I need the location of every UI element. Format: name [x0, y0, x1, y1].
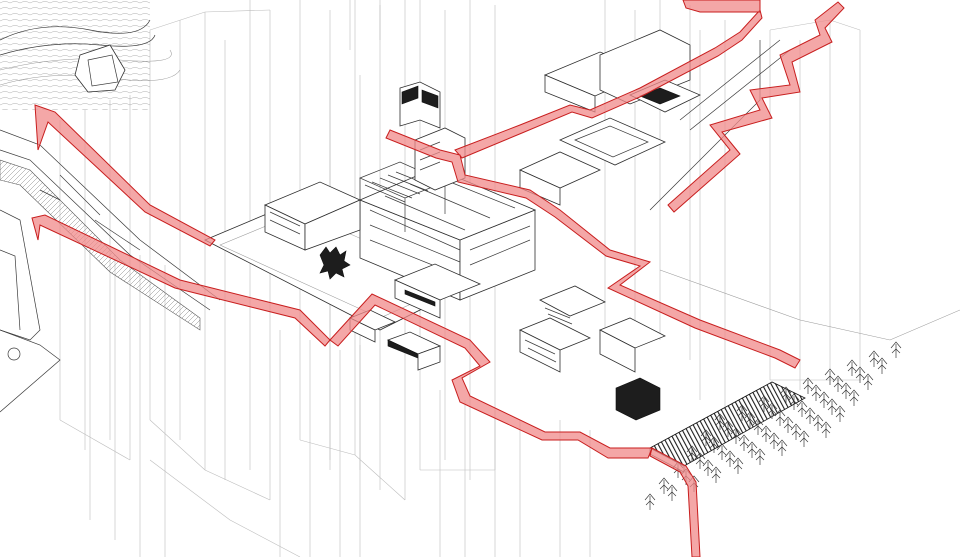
tree-icon — [702, 459, 714, 476]
tree-icon — [818, 391, 830, 408]
tower-bottom-cluster — [149, 330, 591, 557]
tree-icon — [820, 421, 832, 438]
tree-icon — [722, 420, 734, 437]
tree-icon — [774, 409, 786, 426]
tree-icon — [826, 398, 838, 415]
tree-icon — [824, 368, 836, 385]
tree-icon — [810, 384, 822, 401]
elevated-walkway — [31, 0, 845, 557]
tree-icon — [868, 350, 880, 367]
tree-icon — [752, 418, 764, 435]
tree-icon — [736, 404, 748, 421]
tree-icon — [840, 382, 852, 399]
terrain-contours — [0, 0, 181, 110]
tree-icon — [700, 429, 712, 446]
tree-icon — [776, 439, 788, 456]
tree-icon — [708, 436, 720, 453]
tree-icon — [780, 386, 792, 403]
tree-icon — [730, 427, 742, 444]
tree-icon — [766, 402, 778, 419]
tree-icon — [804, 407, 816, 424]
tree-icon — [724, 450, 736, 467]
walkway-upper-arm — [454, 8, 763, 159]
tree-icon — [644, 493, 656, 510]
walkway-center — [329, 293, 653, 459]
tree-icon — [746, 441, 758, 458]
walkway-left-lower — [31, 214, 331, 347]
tree-icon — [758, 395, 770, 412]
tree-icon — [862, 373, 874, 390]
tree-icon — [798, 430, 810, 447]
tree-icon — [694, 452, 706, 469]
tree-icon — [760, 425, 772, 442]
walkway-zigzag — [667, 1, 845, 213]
tree-field — [644, 341, 902, 510]
tree-icon — [812, 414, 824, 431]
walkway-upper-connector — [385, 129, 801, 369]
platform-edge — [659, 269, 960, 341]
tree-icon — [848, 389, 860, 406]
tree-cluster — [319, 246, 351, 280]
tree-icon — [666, 484, 678, 501]
tree-icon — [754, 448, 766, 465]
tree-icon — [714, 413, 726, 430]
tower-right-cluster — [604, 0, 861, 410]
tree-icon — [890, 341, 902, 358]
tree-icon — [832, 375, 844, 392]
tree-icon — [788, 393, 800, 410]
tree-icon — [732, 457, 744, 474]
house-cluster — [519, 285, 666, 373]
building-complex — [204, 29, 960, 473]
tree-icon — [738, 434, 750, 451]
tree-icon — [686, 445, 698, 462]
tree-icon — [658, 477, 670, 494]
tree-icon — [854, 366, 866, 383]
tree-icon — [790, 423, 802, 440]
walkway-station-drop — [649, 447, 701, 557]
tree-icon — [802, 377, 814, 394]
building-left-facade — [264, 181, 361, 251]
tree-icon — [716, 443, 728, 460]
tree-icon — [834, 405, 846, 422]
tree-icon — [796, 400, 808, 417]
walkway-left-arm — [34, 104, 216, 247]
walkway-top-stub — [682, 0, 761, 13]
tree-icon — [710, 466, 722, 483]
tree-icon — [768, 432, 780, 449]
tree-icon — [744, 411, 756, 428]
tree-icon — [876, 357, 888, 374]
tree-icon — [782, 416, 794, 433]
tree-icon — [846, 359, 858, 376]
